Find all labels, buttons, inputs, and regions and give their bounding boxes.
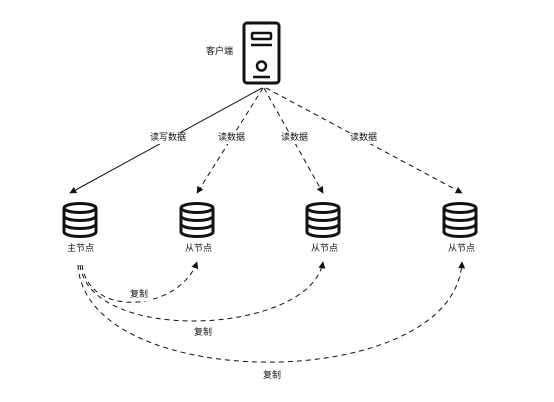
database-icon [179,202,215,238]
edge-label-replicate-3: 复制 [262,371,283,382]
database-icon [62,202,98,238]
database-icon [442,202,478,238]
edge-replicate-2 [79,261,326,322]
edge-label-read-3: 读数据 [349,133,379,144]
edge-replicate-1 [81,261,199,303]
slave-node-label-2: 从节点 [310,244,340,255]
slave-node-label-3: 从节点 [447,244,477,255]
client-label: 客户端 [205,47,235,58]
edge-label-replicate-2: 复制 [193,328,214,339]
edge-label-read-write: 读写数据 [149,133,188,144]
edge-label-read-2: 读数据 [280,133,310,144]
edge-label-read-1: 读数据 [217,133,247,144]
edge-label-replicate-1: 复制 [129,290,150,301]
edge-replicate-3 [77,261,466,363]
database-icon [305,202,341,238]
edge-read-2 [263,87,324,194]
slave-node-label-1: 从节点 [184,244,214,255]
master-node-label: 主节点 [66,244,96,255]
server-icon [242,21,281,85]
edge-read-1 [196,87,264,194]
